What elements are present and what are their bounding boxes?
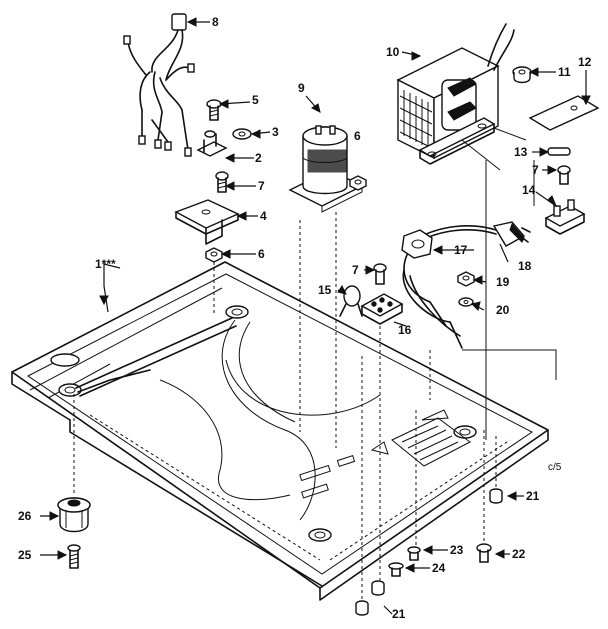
callout-4: 4 xyxy=(260,209,267,223)
assembly-lines xyxy=(73,127,557,600)
callout-5: 5 xyxy=(252,93,259,107)
callout-21-right: 21 xyxy=(526,489,540,503)
nut-part-6-right xyxy=(349,175,367,191)
callout-arrows xyxy=(49,17,591,573)
screw-part-7-center xyxy=(373,263,387,285)
callout-3: 3 xyxy=(272,125,279,139)
grommet-part-11 xyxy=(512,66,532,84)
callout-17: 17 xyxy=(454,243,468,257)
callout-26: 26 xyxy=(18,509,32,523)
callout-2: 2 xyxy=(255,151,262,165)
corner-note: c/5 xyxy=(548,462,562,473)
callout-15: 15 xyxy=(318,283,332,297)
callout-8: 8 xyxy=(212,15,219,29)
fuse-holder-part-14 xyxy=(544,199,586,235)
wire-harness xyxy=(123,13,195,157)
callout-20: 20 xyxy=(496,303,510,317)
callout-19: 19 xyxy=(496,275,510,289)
callout-18: 18 xyxy=(518,259,532,273)
terminal-clip-part-2 xyxy=(196,130,228,157)
callout-16: 16 xyxy=(398,323,412,337)
callout-14: 14 xyxy=(522,183,536,197)
callout-24: 24 xyxy=(432,561,446,575)
base-pan xyxy=(11,261,549,601)
callout-12: 12 xyxy=(578,55,592,69)
callout-13: 13 xyxy=(514,145,528,159)
terminal-block-part-16 xyxy=(360,293,404,325)
lockwasher-part-20 xyxy=(458,297,474,307)
thermostat-part-15 xyxy=(339,285,363,317)
callout-1: 1*** xyxy=(95,257,116,271)
callout-6-left: 6 xyxy=(258,247,265,261)
bracket-part-4 xyxy=(174,199,240,245)
callout-leaders xyxy=(40,21,587,615)
callout-6-right: 6 xyxy=(354,129,361,143)
screw-part-22 xyxy=(476,543,492,563)
cord-clamp-part-17 xyxy=(401,229,433,259)
callout-21-bottom: 21 xyxy=(392,607,406,621)
screw-part-7-right xyxy=(557,165,571,185)
callout-7-right: 7 xyxy=(532,163,539,177)
callout-7-center: 7 xyxy=(352,263,359,277)
foot-part-21-bottom xyxy=(355,580,385,616)
nut-part-19 xyxy=(457,271,475,287)
nut-part-6-left xyxy=(205,247,223,263)
washer-part-3 xyxy=(232,128,252,140)
foot-part-26 xyxy=(57,497,91,533)
callout-23: 23 xyxy=(450,543,464,557)
screw-part-23 xyxy=(407,546,421,561)
callout-labels: 1*** 2 3 4 5 6 6 7 7 7 8 9 10 11 12 13 1… xyxy=(18,15,592,621)
transformer-part-10 xyxy=(396,23,515,165)
cover-plate-part-12 xyxy=(528,95,600,131)
callout-25: 25 xyxy=(18,548,32,562)
screw-part-5 xyxy=(206,99,222,121)
foot-part-21-right xyxy=(489,488,503,504)
fuse-part-13 xyxy=(547,147,571,156)
callout-22: 22 xyxy=(512,547,526,561)
callout-11: 11 xyxy=(558,65,571,79)
screw-part-24 xyxy=(388,562,404,577)
callout-10: 10 xyxy=(386,45,400,59)
callout-7-left: 7 xyxy=(258,179,265,193)
capacitor-part-9 xyxy=(288,125,364,213)
callout-9: 9 xyxy=(298,81,305,95)
screw-part-7-left xyxy=(215,171,229,193)
screw-part-25 xyxy=(67,544,81,569)
power-cord-part-18 xyxy=(402,221,531,349)
